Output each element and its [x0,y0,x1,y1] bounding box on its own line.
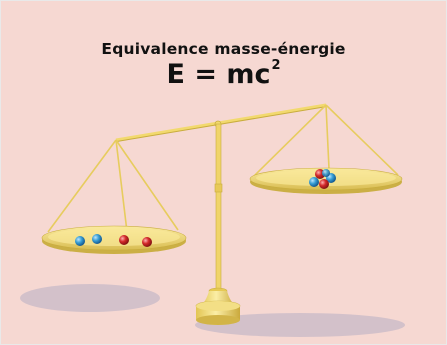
particle-blue [322,169,330,177]
particle-blue [92,234,102,244]
left-pan-particles [75,234,152,247]
particle-blue [75,236,85,246]
formula-exponent: 2 [271,58,281,73]
title-equivalence: Equivalence masse-énergie [101,40,346,58]
particle-red [142,237,152,247]
left-pan-strings [47,139,179,241]
particle-red [319,179,329,189]
base-shadow [195,313,405,337]
left-pan-shadow [20,284,160,312]
nucleus-cluster [309,169,336,189]
scale-base [195,287,241,325]
formula-e-mc2: E = mc2 [0,58,447,90]
particle-blue [309,177,319,187]
left-pan [41,225,187,254]
formula-main: E = mc [166,59,271,90]
particle-red [119,235,129,245]
scale-column [215,123,222,291]
